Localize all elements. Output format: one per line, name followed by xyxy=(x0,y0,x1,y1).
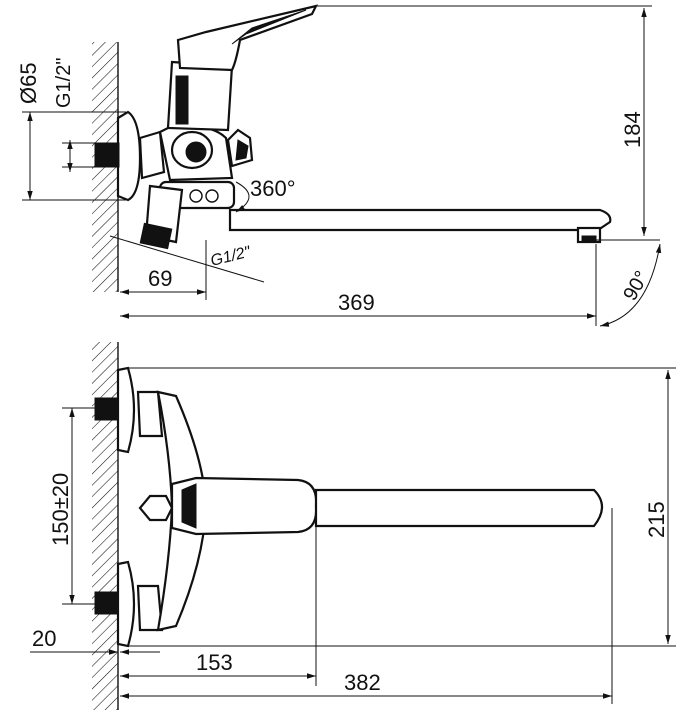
dim-rotation-label: 360° xyxy=(250,176,296,201)
dim-angle-label: 90° xyxy=(619,267,653,304)
diverter-knob-front xyxy=(138,494,174,522)
wall-hatch-bottom xyxy=(92,342,118,710)
escutcheon-side xyxy=(116,110,142,202)
aerator-tip xyxy=(581,235,597,243)
side-view: Ø65 G1/2" 184 360° G1/2" 69 369 90° xyxy=(16,4,662,327)
dim-depth-label: 69 xyxy=(148,266,172,291)
cartridge-shadow xyxy=(175,75,189,125)
dim-thread-top-label: G1/2" xyxy=(53,58,75,108)
dim-height-front-label: 215 xyxy=(644,501,669,538)
dim-height-side-label: 184 xyxy=(620,111,645,148)
swivel-dot-1 xyxy=(189,189,203,203)
dim-centers-label: 150±20 xyxy=(48,473,73,546)
inlet-thread-top xyxy=(94,397,118,421)
dim-angle-arc xyxy=(599,243,662,327)
inlet-thread xyxy=(94,142,120,168)
inlet-thread-bottom xyxy=(94,591,118,615)
dim-length-label: 382 xyxy=(344,670,381,695)
dim-handle-label: 153 xyxy=(196,650,233,675)
spout-side xyxy=(228,208,612,232)
shower-thread xyxy=(139,222,173,250)
dim-diameter-label: Ø65 xyxy=(16,62,41,104)
spout-front xyxy=(314,488,604,528)
dim-offset-label: 20 xyxy=(32,626,56,651)
dim-spout-length-label: 369 xyxy=(338,290,375,315)
diverter-inner xyxy=(185,141,207,163)
swivel-dot-2 xyxy=(205,189,219,203)
lever-shade xyxy=(231,9,307,45)
connector-nut xyxy=(138,130,166,180)
escutcheon-top xyxy=(116,366,136,454)
lever-shade-front xyxy=(181,483,197,529)
connector-top xyxy=(136,390,164,438)
lever-handle-side xyxy=(176,4,319,72)
diverter-knob-shade xyxy=(235,139,249,161)
front-view: 150±20 20 215 153 382 xyxy=(30,342,676,710)
dim-rotation-arc xyxy=(235,181,250,213)
dim-thread-bottom-leader xyxy=(109,235,265,283)
dim-thread-bottom-label: G1/2" xyxy=(209,243,254,270)
escutcheon-bottom xyxy=(116,560,136,648)
